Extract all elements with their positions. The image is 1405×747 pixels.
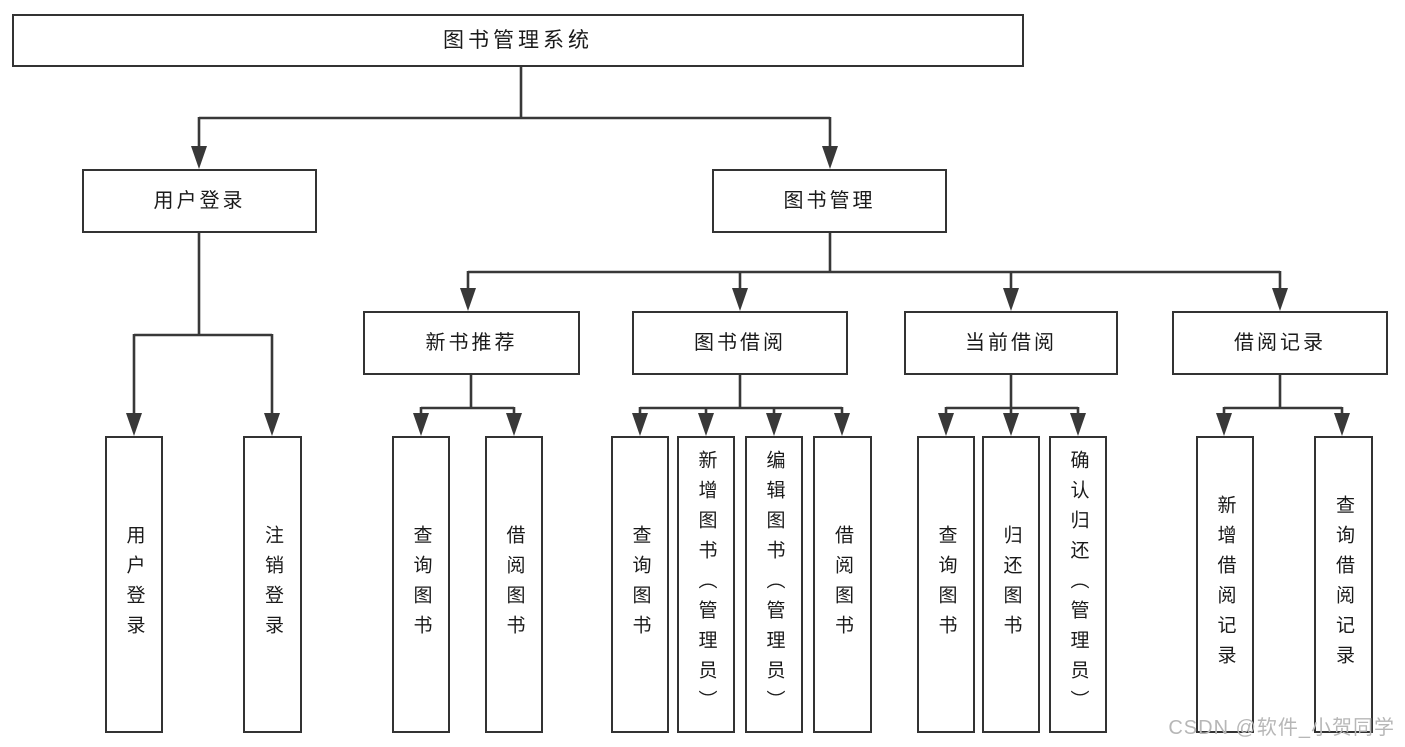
leaf-bb-edit-books-admin: 编辑图书（管理员） (745, 436, 803, 733)
leaf-nb-query-books: 查询图书 (392, 436, 450, 733)
node-book-management: 图书管理 (712, 169, 947, 233)
csdn-watermark: CSDN @软件_小贺同学 (1168, 717, 1395, 739)
leaf-cb-confirm-return-admin: 确认归还（管理员） (1049, 436, 1107, 733)
leaf-bb-borrow-books: 借阅图书 (813, 436, 872, 733)
leaf-logout: 注销登录 (243, 436, 302, 733)
leaf-bb-add-books-admin: 新增图书（管理员） (677, 436, 735, 733)
node-new-book-recommend: 新书推荐 (363, 311, 580, 375)
leaf-br-add-record: 新增借阅记录 (1196, 436, 1254, 733)
node-root: 图书管理系统 (12, 14, 1024, 67)
leaf-br-query-record: 查询借阅记录 (1314, 436, 1373, 733)
leaf-user-login: 用户登录 (105, 436, 163, 733)
arrowheads (126, 146, 1350, 436)
leaf-cb-query-books: 查询图书 (917, 436, 975, 733)
node-book-borrow: 图书借阅 (632, 311, 848, 375)
node-borrow-records: 借阅记录 (1172, 311, 1388, 375)
node-current-borrow: 当前借阅 (904, 311, 1118, 375)
node-user-login: 用户登录 (82, 169, 317, 233)
leaf-cb-return-books: 归还图书 (982, 436, 1040, 733)
leaf-bb-query-books: 查询图书 (611, 436, 669, 733)
leaf-nb-borrow-books: 借阅图书 (485, 436, 543, 733)
